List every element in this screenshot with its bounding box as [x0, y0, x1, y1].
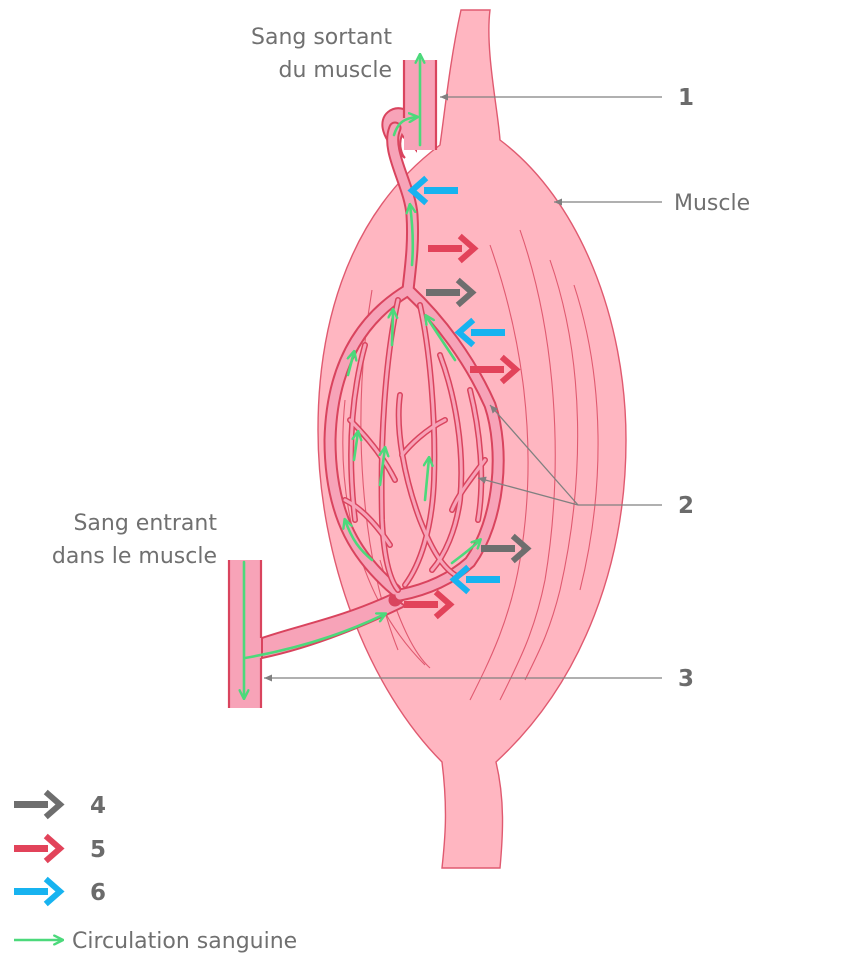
blue-arrow-3: [449, 564, 500, 595]
leader-2a: [489, 404, 579, 506]
leader-lines: [264, 93, 662, 682]
capillary-network-2: [323, 121, 505, 607]
green-arrow-capillary-2: [392, 310, 393, 347]
red-arrow-1: [428, 233, 479, 264]
green-arrow-capillary-9: [450, 540, 480, 565]
legend-blue-arrow: [14, 876, 65, 907]
green-arrow-vein-turn: [392, 117, 417, 137]
blue-arrows: [407, 175, 505, 595]
blue-arrow-1: [407, 175, 458, 206]
green-arrow-capillary-4: [348, 352, 354, 377]
label-sang-sortant-line2: du muscle: [279, 58, 392, 83]
grey-arrow-top: [426, 277, 477, 308]
label-number-2: 2: [678, 493, 694, 519]
legend-label-5: 5: [90, 837, 106, 863]
muscle-body: [317, 9, 627, 869]
green-arrow-capillary-3: [426, 316, 457, 362]
label-sang-sortant-line1: Sang sortant: [251, 25, 392, 50]
label-number-3: 3: [678, 666, 694, 692]
grey-arrows: [426, 277, 532, 564]
leader-2b: [477, 476, 579, 506]
circulation-arrows: [244, 55, 480, 698]
grey-arrow-bottom: [481, 533, 532, 564]
green-arrow-capillary-8: [345, 520, 374, 562]
legend-label-4: 4: [90, 793, 106, 819]
legend-grey-arrow: [14, 789, 65, 820]
legend: 4 5 6 Circulation sanguine: [14, 789, 297, 954]
green-arrow-artery-branch: [243, 614, 385, 660]
green-arrow-capillary-1: [410, 205, 413, 267]
label-sang-entrant-line1: Sang entrant: [73, 511, 217, 536]
legend-label-circulation: Circulation sanguine: [72, 929, 297, 954]
label-number-1: 1: [678, 85, 694, 111]
red-arrows: [404, 233, 521, 620]
red-arrow-2: [470, 354, 521, 385]
green-arrow-capillary-6: [380, 448, 385, 487]
green-arrow-capillary-5: [354, 432, 358, 462]
green-arrow-capillary-7: [425, 458, 429, 502]
legend-red-arrow: [14, 833, 65, 864]
legend-label-6: 6: [90, 880, 106, 906]
label-sang-entrant-line2: dans le muscle: [52, 544, 217, 569]
red-arrow-3: [404, 589, 455, 620]
blue-arrow-2: [454, 317, 505, 348]
label-muscle: Muscle: [674, 191, 750, 216]
